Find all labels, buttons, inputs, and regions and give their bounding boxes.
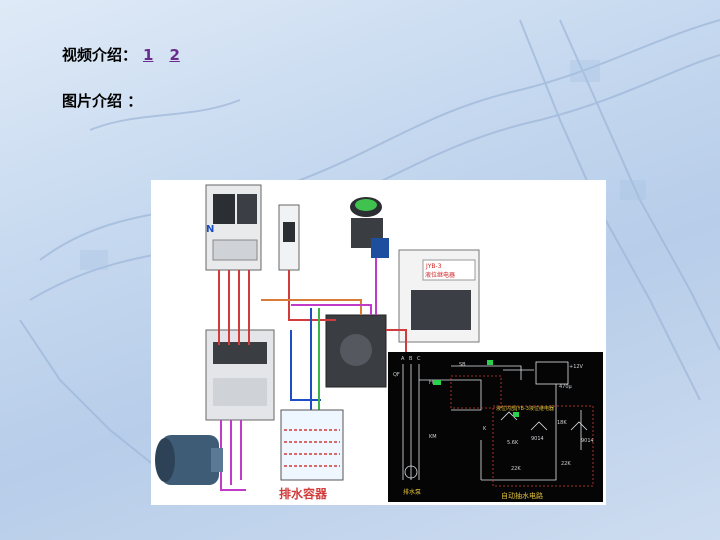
label-qf: QF — [393, 372, 400, 378]
label-12v: +12V — [569, 364, 584, 370]
schematic-note: 液位内部JYB-3液位继电器 — [496, 405, 554, 412]
contactor — [205, 329, 275, 421]
water-container: 排水容器 — [279, 409, 344, 501]
relay-face-label: 液位继电器 — [425, 271, 455, 279]
pump-label: 排水泵 — [403, 488, 421, 496]
phase-label-a: A — [401, 356, 405, 362]
level-relay: JYB-3 液位继电器 — [398, 249, 480, 343]
video-intro-label: 视频介绍： — [62, 46, 138, 64]
phase-label-c: C — [417, 356, 421, 362]
label-fu: FU — [429, 380, 436, 386]
label-sb: SB — [459, 362, 466, 368]
single-breaker — [278, 204, 300, 271]
label-18k: 18K — [557, 420, 567, 426]
label-9014-a: 9014 — [531, 436, 544, 442]
label-22k-a: 22K — [511, 466, 521, 472]
label-5-6k: 5.6K — [507, 440, 519, 446]
relay-socket — [325, 314, 387, 388]
wiring-diagram-drawing: N JYB-3 液位继电器 — [155, 184, 603, 502]
pump-motor — [155, 435, 223, 485]
container-label: 排水容器 — [279, 486, 328, 501]
label-470u: 470μ — [559, 384, 573, 390]
label-k: K — [483, 426, 487, 432]
relay-model: JYB-3 — [425, 263, 442, 270]
push-button — [350, 197, 389, 258]
control-schematic: A B C QF FU KM SB 18K 5.6K 22K 22K 9014 … — [388, 352, 603, 502]
schematic-title: 自动抽水电路 — [501, 491, 543, 500]
image-intro-label: 图片介绍 ： — [62, 92, 143, 110]
circuit-breaker: N — [205, 184, 262, 271]
video-link-2[interactable]: 2 — [169, 46, 180, 64]
label-9014-b: 9014 — [581, 438, 594, 444]
label-22k-b: 22K — [561, 461, 571, 467]
phase-label-b: B — [409, 356, 413, 362]
wiring-diagram-photo: N JYB-3 液位继电器 — [151, 180, 606, 505]
video-link-1[interactable]: 1 — [143, 46, 154, 64]
label-km: KM — [429, 434, 437, 440]
breaker-mark: N — [206, 224, 214, 235]
